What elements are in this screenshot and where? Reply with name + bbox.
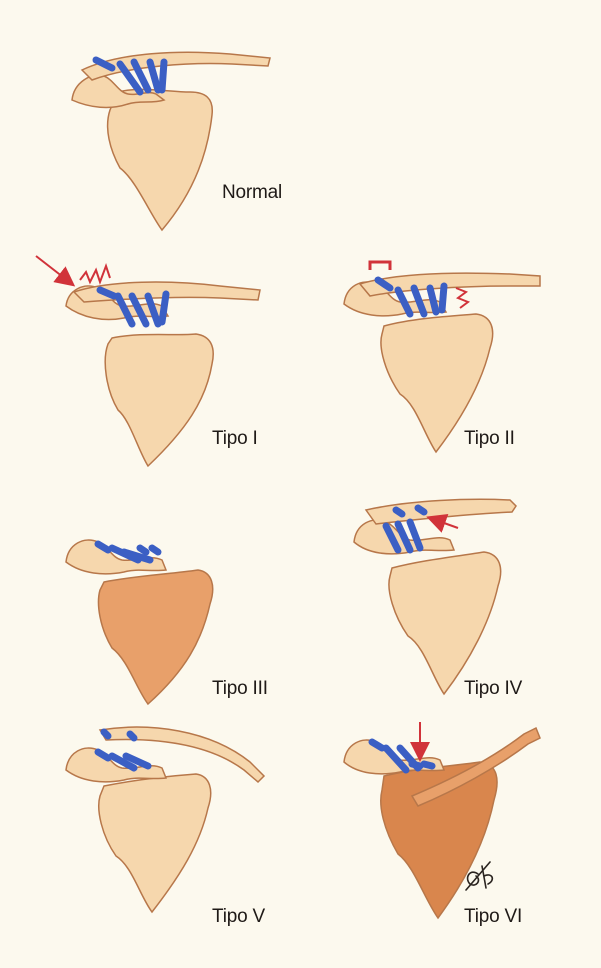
panel-label-tipo-5: Tipo V [212,906,265,928]
panel-label-tipo-2: Tipo II [464,428,515,450]
panel-label-tipo-3: Tipo III [212,678,268,700]
impact-arrow [36,256,72,284]
panel-label-tipo-6: Tipo VI [464,906,522,928]
impact-zigzag [80,266,110,282]
scapula [389,552,501,694]
panel-label-tipo-4: Tipo IV [464,678,522,700]
panel-tipo-6 [344,722,540,918]
strain-zigzag [456,288,468,308]
clavicle [366,499,516,524]
panel-tipo-2 [344,262,540,452]
panel-label-tipo-1: Tipo I [212,428,258,450]
scapula [99,570,213,704]
panel-tipo-5 [66,727,264,912]
displacement-bracket [370,262,390,270]
scapula [99,774,211,912]
scapula [105,334,213,466]
panel-tipo-4 [354,499,516,694]
panel-tipo-3 [66,540,213,704]
scapula [108,89,213,230]
panel-label-normal: Normal [222,182,282,204]
posterior-arrow [430,518,458,528]
